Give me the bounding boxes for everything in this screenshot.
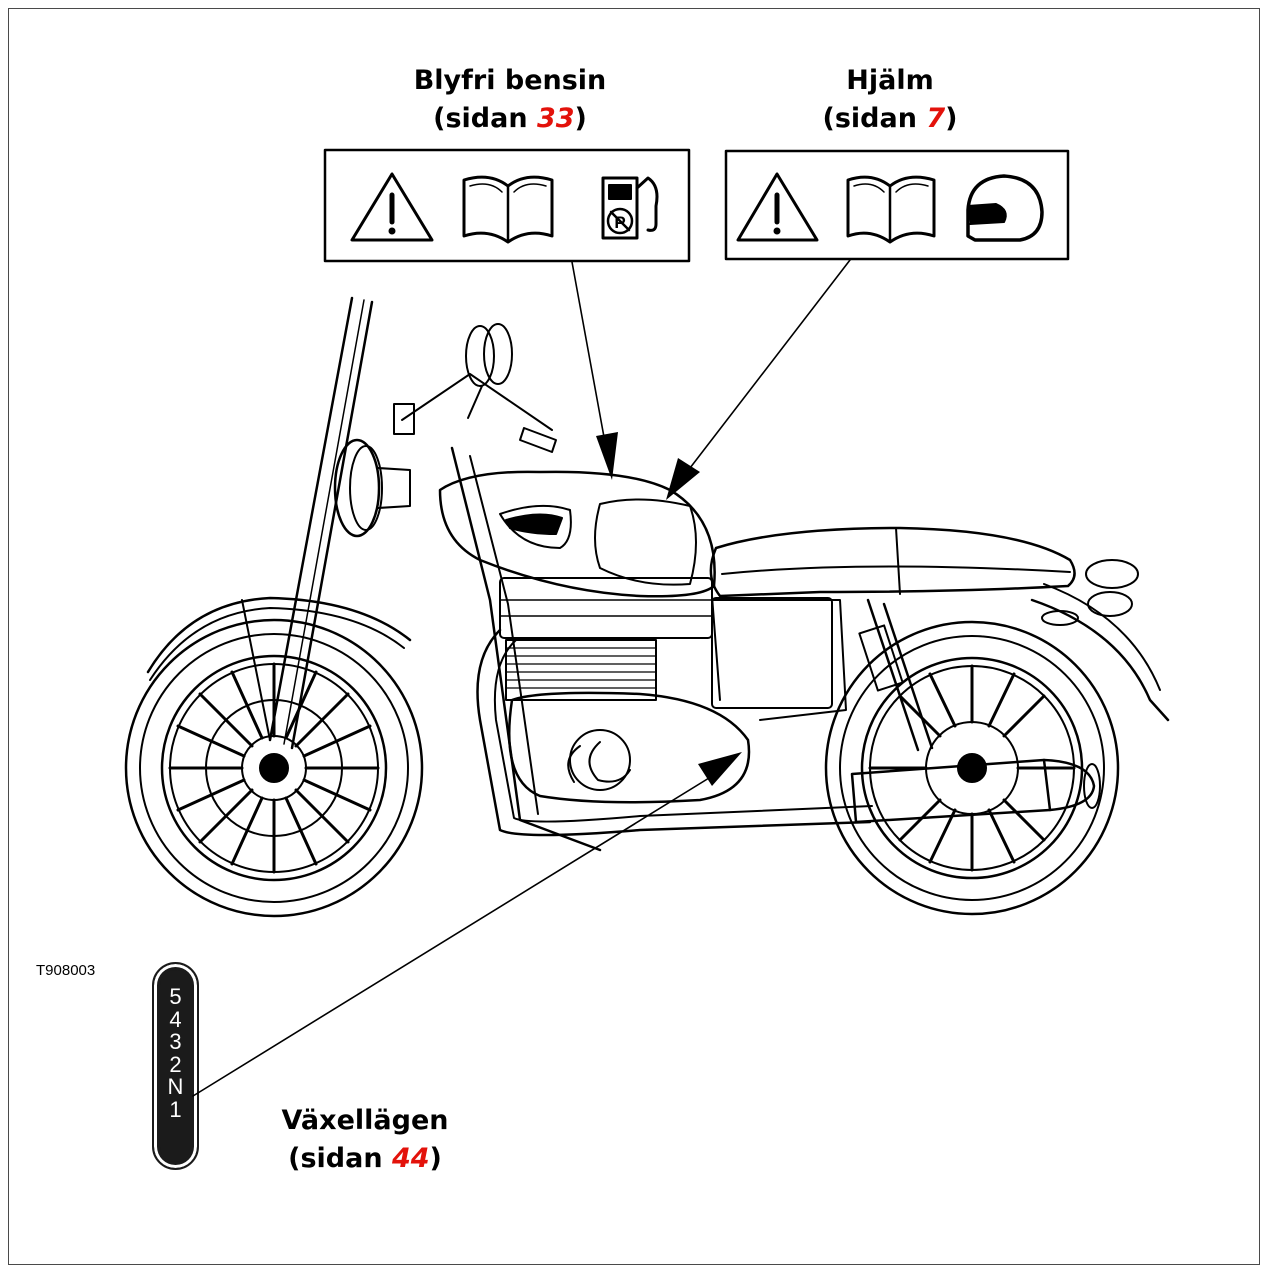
page-ref-fuel[interactable]: 33 — [536, 103, 575, 134]
leader-lines — [192, 259, 851, 1097]
unleaded-fuel-pump-icon: P — [601, 176, 659, 240]
front-wheel — [124, 618, 424, 918]
gear-pattern-item: 2 — [169, 1051, 182, 1077]
caption-helmet-title: Hjälm — [846, 65, 934, 96]
manual-book-icon — [462, 175, 554, 244]
rear-wheel — [824, 620, 1120, 916]
caption-gear: Växellägen (sidan 44) — [250, 1102, 480, 1178]
gear-pattern-list: 5 4 3 2 N 1 — [154, 984, 197, 1122]
gear-pattern-item: 4 — [169, 1006, 182, 1032]
page-ref-helmet[interactable]: 7 — [926, 103, 946, 134]
helmet-icon — [966, 174, 1044, 242]
gear-pattern-item: N — [167, 1074, 184, 1099]
figure-frame — [8, 8, 1260, 1265]
manual-book-icon — [846, 175, 936, 244]
gear-pattern-item: 1 — [169, 1096, 182, 1122]
fuel-label-panel: P — [323, 148, 691, 263]
gear-pattern-item: 5 — [169, 984, 182, 1009]
caption-fuel-ref: (sidan 33) — [433, 103, 587, 134]
caption-gear-title: Växellägen — [281, 1105, 449, 1136]
caption-gear-ref: (sidan 44) — [288, 1143, 442, 1174]
motorcycle-illustration — [124, 296, 1170, 918]
caption-fuel: Blyfri bensin (sidan 33) — [360, 62, 660, 138]
gear-pattern-item: 3 — [169, 1029, 182, 1054]
gear-pattern-sticker: 5 4 3 2 N 1 — [152, 962, 199, 1170]
page-ref-gear[interactable]: 44 — [391, 1143, 430, 1174]
helmet-label-panel — [724, 149, 1070, 261]
warning-triangle-icon — [736, 172, 819, 242]
warning-triangle-icon — [350, 172, 434, 242]
caption-helmet: Hjälm (sidan 7) — [760, 62, 1020, 138]
figure-code: T908003 — [36, 962, 96, 979]
caption-fuel-title: Blyfri bensin — [413, 65, 607, 96]
caption-helmet-ref: (sidan 7) — [822, 103, 958, 134]
